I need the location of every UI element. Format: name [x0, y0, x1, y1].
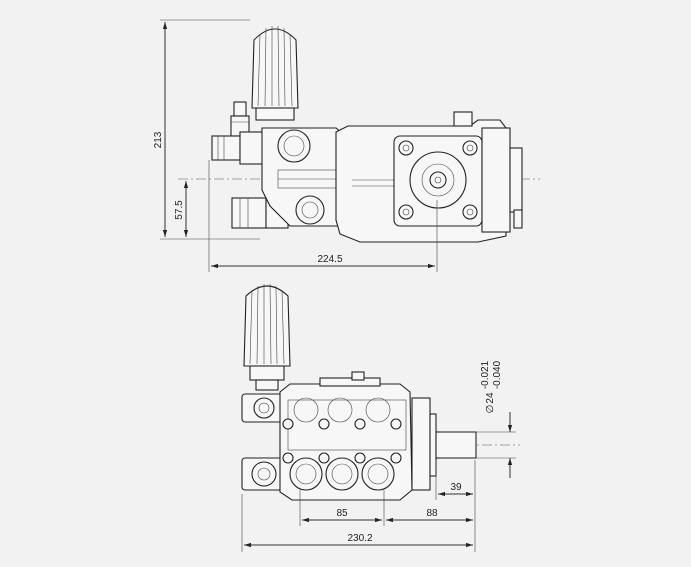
dim-length: 224.5 — [317, 254, 342, 265]
outlet-fitting — [211, 131, 267, 165]
outlet-fitting-front — [241, 393, 283, 423]
pump-shaft — [435, 431, 477, 459]
dim-shaft-diameter: 24 — [485, 392, 496, 404]
dim-tolerance-lower: -0.040 — [492, 360, 503, 389]
dim-axis-height: 57.5 — [174, 200, 185, 220]
dim-total-height: 213 — [153, 131, 164, 148]
dim-tolerance-upper: -0.021 — [480, 360, 491, 389]
side-view: 213 57.5 224.5 — [153, 19, 540, 272]
dim-shaft-symbol: ∅ — [485, 405, 496, 414]
dim-total-width: 230.2 — [347, 533, 372, 544]
manifold-head — [261, 127, 351, 227]
rear-cover — [481, 127, 523, 233]
mounting-flange — [393, 135, 483, 227]
dim-88: 88 — [426, 508, 438, 519]
unloader-cap-front — [243, 283, 291, 391]
front-view: ∅ 24 -0.021 -0.040 39 85 88 230.2 — [241, 283, 520, 552]
inlet-fitting-front — [241, 457, 283, 491]
pressure-nipple — [230, 101, 250, 137]
dim-shaft-length: 39 — [450, 482, 462, 493]
valve-ports — [282, 397, 402, 491]
dim-85: 85 — [336, 508, 348, 519]
unloader-cap — [251, 25, 299, 121]
shaft-assembly — [411, 397, 477, 491]
